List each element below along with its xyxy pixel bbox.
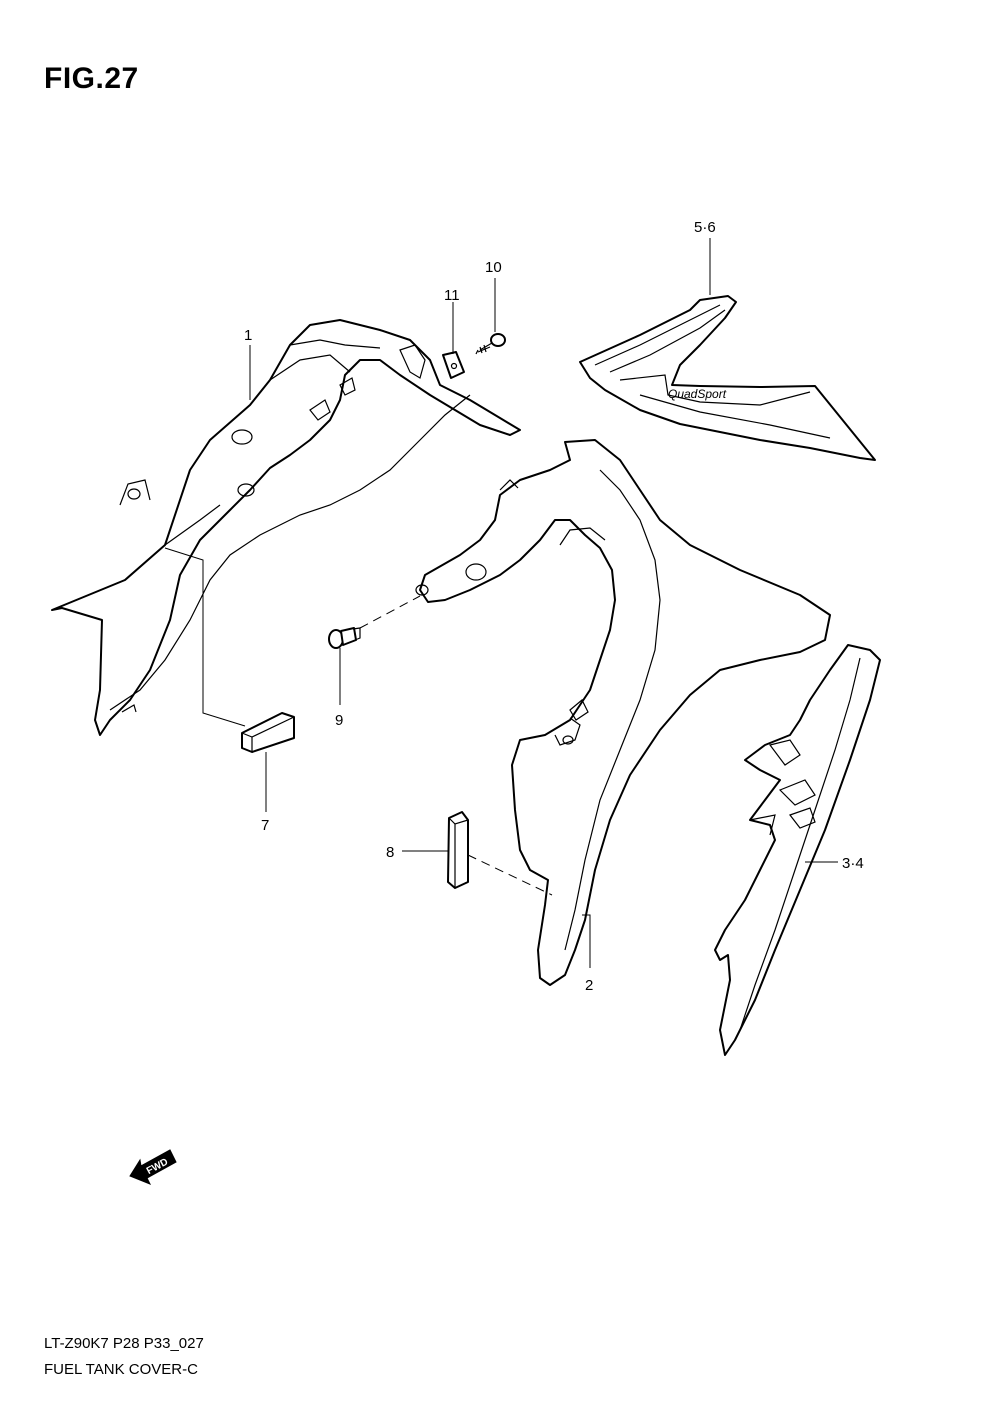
part-8-cushion — [447, 811, 469, 889]
part-3-4-side-decal — [714, 644, 881, 1056]
part-1-inner-cover — [51, 319, 521, 736]
callout-11: 11 — [444, 287, 460, 304]
callout-7: 7 — [261, 817, 269, 834]
callout-3-4: 3·4 — [842, 855, 864, 872]
fwd-arrow-icon: FWD — [129, 1149, 177, 1185]
part-10-screw — [475, 333, 506, 355]
part-2-fuel-tank-cover — [415, 439, 831, 986]
figure-title: FIG.27 — [44, 62, 139, 95]
leader-lines — [164, 238, 838, 968]
part-5-6-top-decal: QuadSport — [579, 295, 876, 461]
callout-8: 8 — [386, 844, 394, 861]
part-9-clip — [328, 627, 361, 649]
fwd-label: FWD — [145, 1157, 170, 1177]
decal-text: QuadSport — [668, 387, 727, 401]
callout-1: 1 — [244, 327, 252, 344]
callout-5-6: 5·6 — [694, 219, 716, 236]
callout-2: 2 — [585, 977, 593, 994]
part-11-nut-clip — [442, 351, 465, 379]
part-7-cushion — [241, 712, 295, 753]
callout-9: 9 — [335, 712, 343, 729]
section-name: FUEL TANK COVER-C — [44, 1361, 198, 1378]
model-code: LT-Z90K7 P28 P33_027 — [44, 1335, 204, 1352]
callout-10: 10 — [485, 259, 502, 276]
